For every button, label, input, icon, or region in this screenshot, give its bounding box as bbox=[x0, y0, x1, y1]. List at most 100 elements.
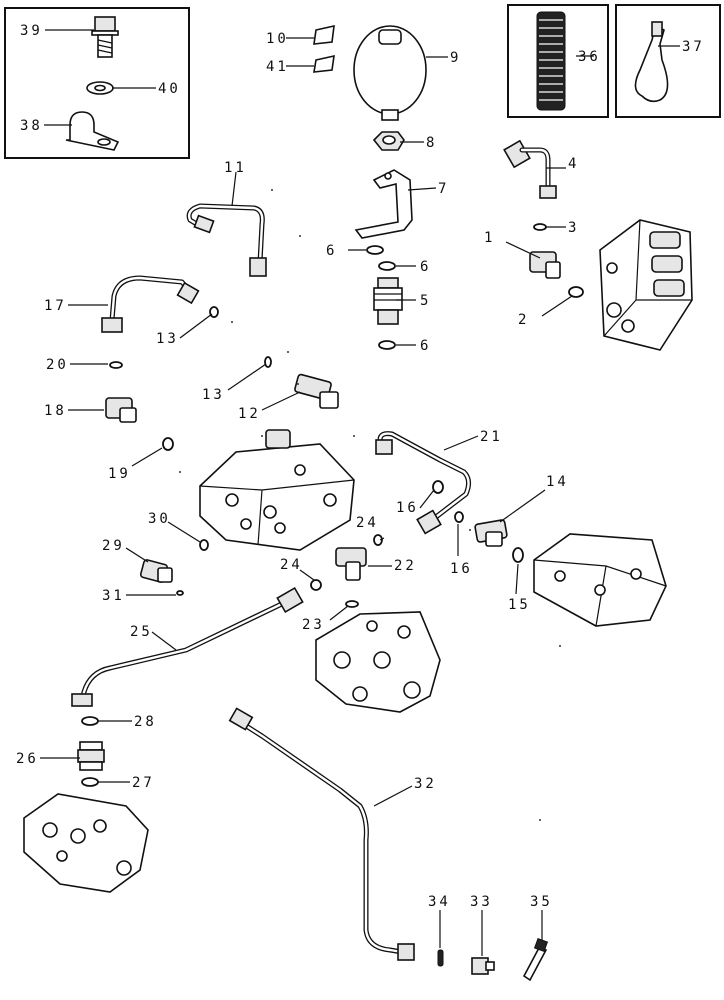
bolt-part bbox=[91, 16, 119, 58]
plug-fitting-part bbox=[471, 957, 495, 975]
callout-40: 40 bbox=[158, 81, 181, 97]
clamp-part bbox=[65, 111, 120, 151]
callout-labels: 39 40 38 10 41 9 36 37 8 7 4 3 1 2 6 6 5… bbox=[16, 23, 702, 910]
o-ring-part bbox=[81, 716, 99, 726]
callout-15: 15 bbox=[508, 597, 531, 613]
callout-2: 2 bbox=[518, 312, 529, 328]
o-ring-part bbox=[366, 245, 384, 255]
callout-13: 13 bbox=[156, 331, 179, 347]
callout-39: 39 bbox=[20, 23, 43, 39]
o-ring-part bbox=[378, 340, 396, 350]
bracket-part bbox=[354, 169, 413, 239]
speck-marks bbox=[179, 189, 561, 821]
callout-13b: 13 bbox=[202, 387, 225, 403]
callout-29: 29 bbox=[102, 538, 125, 554]
callout-36: 36 bbox=[578, 49, 601, 65]
callout-32: 32 bbox=[414, 776, 437, 792]
callout-7: 7 bbox=[438, 181, 449, 197]
o-ring-part bbox=[209, 306, 219, 318]
callout-23: 23 bbox=[302, 617, 325, 633]
callout-35: 35 bbox=[530, 894, 553, 910]
callout-14: 14 bbox=[546, 474, 569, 490]
nut-part bbox=[372, 131, 405, 151]
elbow-fitting-part bbox=[335, 547, 367, 581]
callout-6b: 6 bbox=[420, 259, 431, 275]
callout-5: 5 bbox=[420, 293, 431, 309]
bent-tube-part bbox=[186, 203, 267, 277]
o-ring-part bbox=[568, 286, 584, 298]
elbow-fitting-part bbox=[139, 559, 173, 583]
callout-6: 6 bbox=[326, 243, 337, 259]
pin-part bbox=[437, 949, 444, 967]
valve-block-lower bbox=[23, 793, 149, 893]
callout-17: 17 bbox=[44, 298, 67, 314]
long-tube-part bbox=[375, 431, 472, 535]
callout-21: 21 bbox=[480, 429, 503, 445]
callout-27: 27 bbox=[132, 775, 155, 791]
inset-box-strap bbox=[615, 4, 721, 118]
o-ring-part bbox=[378, 261, 396, 271]
callout-31: 31 bbox=[102, 588, 125, 604]
callout-38: 38 bbox=[20, 118, 43, 134]
callout-33: 33 bbox=[470, 894, 493, 910]
adapter-fitting-part bbox=[77, 741, 105, 771]
inset-box-sleeve bbox=[507, 4, 609, 118]
o-ring-part bbox=[373, 534, 383, 546]
elbow-fitting-part bbox=[105, 397, 137, 423]
callout-19: 19 bbox=[108, 466, 131, 482]
main-valve-block bbox=[199, 429, 355, 551]
callout-41: 41 bbox=[266, 59, 289, 75]
pump-body bbox=[315, 611, 441, 713]
o-ring-part bbox=[310, 579, 322, 591]
callout-8: 8 bbox=[426, 135, 437, 151]
o-ring-part bbox=[264, 356, 272, 368]
o-ring-part bbox=[162, 437, 174, 451]
o-ring-part bbox=[109, 361, 123, 369]
callout-24: 24 bbox=[356, 515, 379, 531]
callout-34: 34 bbox=[428, 894, 451, 910]
o-ring-part bbox=[533, 223, 547, 231]
callout-16: 16 bbox=[396, 500, 419, 516]
leader-lines bbox=[40, 29, 680, 956]
elbow-tube-part bbox=[503, 139, 557, 199]
callout-4: 4 bbox=[568, 156, 579, 172]
tube-assembly-part bbox=[101, 275, 200, 333]
label-tag-parts bbox=[313, 24, 335, 73]
control-valve-body bbox=[599, 219, 693, 351]
callout-22: 22 bbox=[394, 558, 417, 574]
washer-part bbox=[86, 81, 114, 95]
callout-9: 9 bbox=[450, 50, 461, 66]
callout-24b: 24 bbox=[280, 557, 303, 573]
accumulator-part bbox=[353, 25, 427, 121]
o-ring-part bbox=[81, 777, 99, 787]
strap-part bbox=[634, 21, 669, 103]
o-ring-part bbox=[176, 590, 184, 596]
o-ring-part bbox=[345, 600, 359, 608]
callout-26: 26 bbox=[16, 751, 39, 767]
callout-1: 1 bbox=[484, 230, 495, 246]
long-tube-part bbox=[228, 707, 415, 961]
valve-section-body bbox=[533, 533, 667, 627]
sleeve-part bbox=[536, 11, 566, 111]
check-valve-part bbox=[373, 277, 403, 325]
callout-28: 28 bbox=[134, 714, 157, 730]
o-ring-part bbox=[199, 539, 209, 551]
callout-10: 10 bbox=[266, 31, 289, 47]
tee-fitting-part bbox=[474, 519, 508, 547]
inset-box-fasteners bbox=[4, 7, 190, 159]
long-tube-part bbox=[71, 586, 304, 707]
tee-fitting-part bbox=[294, 373, 339, 409]
callout-6c: 6 bbox=[420, 338, 431, 354]
callout-16b: 16 bbox=[450, 561, 473, 577]
o-ring-part bbox=[454, 511, 464, 523]
callout-12: 12 bbox=[238, 406, 261, 422]
callout-3: 3 bbox=[568, 220, 579, 236]
o-ring-part bbox=[512, 547, 524, 563]
o-ring-part bbox=[432, 480, 444, 494]
callout-18: 18 bbox=[44, 403, 67, 419]
cotter-clip-part bbox=[522, 937, 549, 982]
callout-20: 20 bbox=[46, 357, 69, 373]
callout-30: 30 bbox=[148, 511, 171, 527]
callout-25: 25 bbox=[130, 624, 153, 640]
